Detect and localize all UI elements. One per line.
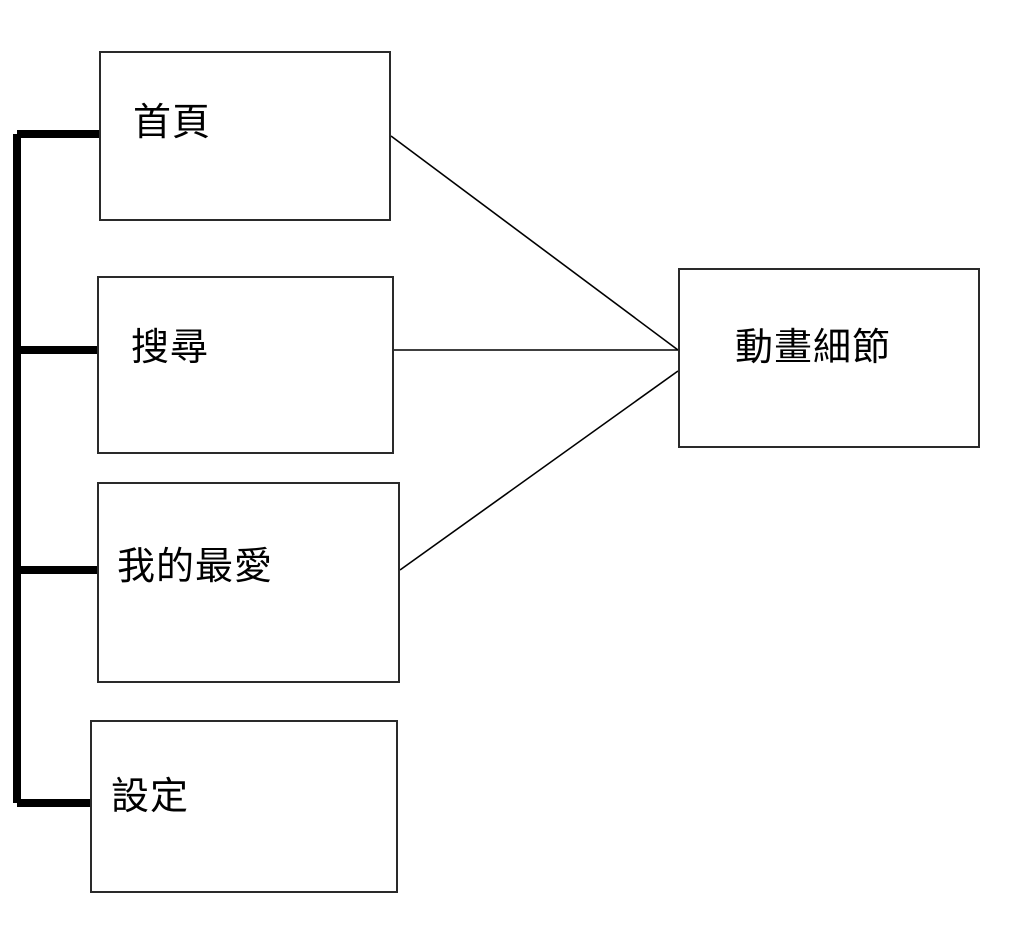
- node-box-animation-details[interactable]: [678, 268, 980, 448]
- connector-favorites-to-animation-details: [399, 370, 679, 571]
- node-box-favorites[interactable]: [97, 482, 400, 683]
- node-label-animation-details: 動畫細節: [735, 325, 892, 369]
- node-label-home: 首頁: [133, 100, 212, 144]
- branch-lines-group: [17, 130, 99, 807]
- node-label-search: 搜尋: [131, 325, 210, 369]
- node-box-search[interactable]: [97, 276, 394, 454]
- node-label-favorites: 我的最愛: [117, 544, 274, 588]
- node-connector-lines-group: [390, 135, 679, 571]
- node-box-settings[interactable]: [90, 720, 398, 893]
- connector-home-to-animation-details: [390, 135, 679, 351]
- node-box-home[interactable]: [99, 51, 391, 221]
- node-label-settings: 設定: [111, 774, 190, 818]
